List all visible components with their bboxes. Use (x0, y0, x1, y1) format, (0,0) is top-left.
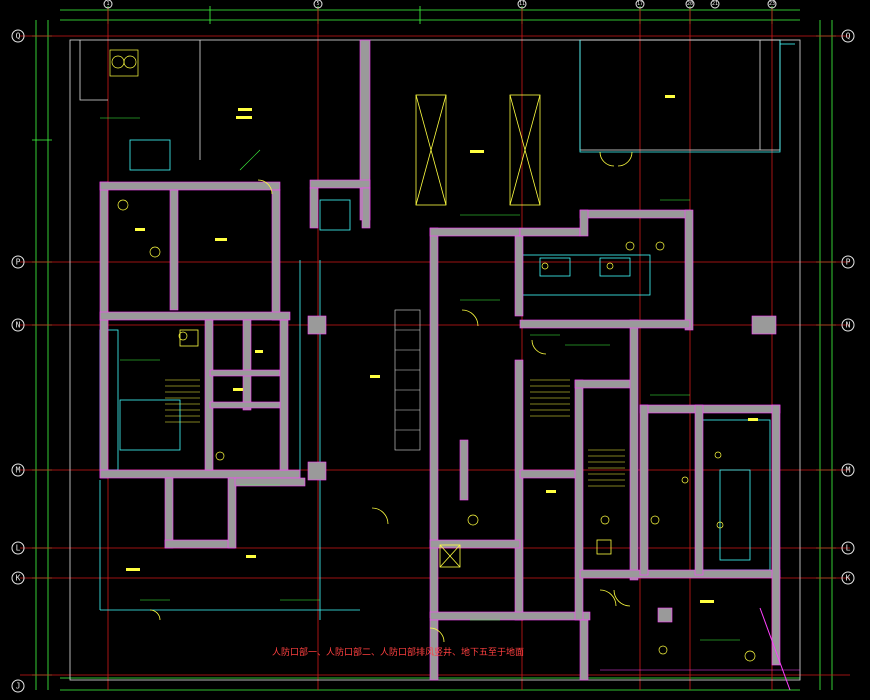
svg-text:L: L (16, 544, 21, 553)
svg-text:N: N (846, 321, 851, 330)
svg-text:P: P (846, 258, 851, 267)
axis-bubble-l-right: L (841, 541, 855, 555)
svg-text:5: 5 (316, 1, 319, 7)
axis-bubble-23: 23 (767, 0, 777, 9)
stair-icons (165, 309, 625, 487)
axis-bubble-21: 21 (710, 0, 720, 9)
svg-text:11: 11 (519, 1, 525, 7)
svg-text:N: N (16, 321, 21, 330)
svg-text:K: K (16, 574, 21, 583)
design-note: 人防口部一、人防口部二、人防口部排风竖井、地下五至于地面 (272, 646, 524, 658)
axis-bubbles-right: Q P N M L K (841, 29, 855, 585)
room-tag-marks (126, 95, 758, 603)
svg-text:21: 21 (712, 1, 718, 7)
axis-bubble-q: Q (11, 29, 25, 43)
svg-text:J: J (16, 682, 21, 691)
shaft-cross-icons (179, 94, 612, 568)
axis-bubble-11: 11 (517, 0, 527, 9)
axis-bubble-j: J (11, 679, 25, 693)
axis-bubble-n-right: N (841, 318, 855, 332)
axis-bubble-20: 20 (685, 0, 695, 9)
svg-text:1: 1 (106, 1, 109, 7)
door-swing-icons (149, 151, 633, 643)
walls (99, 39, 781, 681)
axis-bubbles-left: Q P N M L K J (11, 29, 25, 693)
svg-text:M: M (16, 466, 21, 475)
svg-text:Q: Q (16, 32, 21, 41)
axis-bubble-l: L (11, 541, 25, 555)
svg-text:P: P (16, 258, 21, 267)
svg-text:Q: Q (846, 32, 851, 41)
svg-text:20: 20 (687, 1, 693, 7)
axis-bubble-p: P (11, 255, 25, 269)
svg-text:17: 17 (637, 1, 643, 7)
svg-text:K: K (846, 574, 851, 583)
axis-bubble-k-right: K (841, 571, 855, 585)
axis-bubble-n: N (11, 318, 25, 332)
svg-text:M: M (846, 466, 851, 475)
axis-bubble-m-right: M (841, 463, 855, 477)
axis-bubble-k: K (11, 571, 25, 585)
axis-bubble-17: 17 (635, 0, 645, 9)
equipment-box-icons (109, 49, 756, 662)
axis-bubbles-top: 1 5 11 17 20 21 23 (103, 0, 777, 9)
axis-bubble-5: 5 (313, 0, 323, 9)
axis-bubble-1: 1 (103, 0, 113, 9)
section-mark (759, 607, 791, 691)
svg-text:L: L (846, 544, 851, 553)
axis-bubble-m: M (11, 463, 25, 477)
axis-bubble-q-right: Q (841, 29, 855, 43)
annotation-leaders (100, 117, 740, 641)
axis-bubble-p-right: P (841, 255, 855, 269)
svg-text:23: 23 (769, 1, 775, 7)
